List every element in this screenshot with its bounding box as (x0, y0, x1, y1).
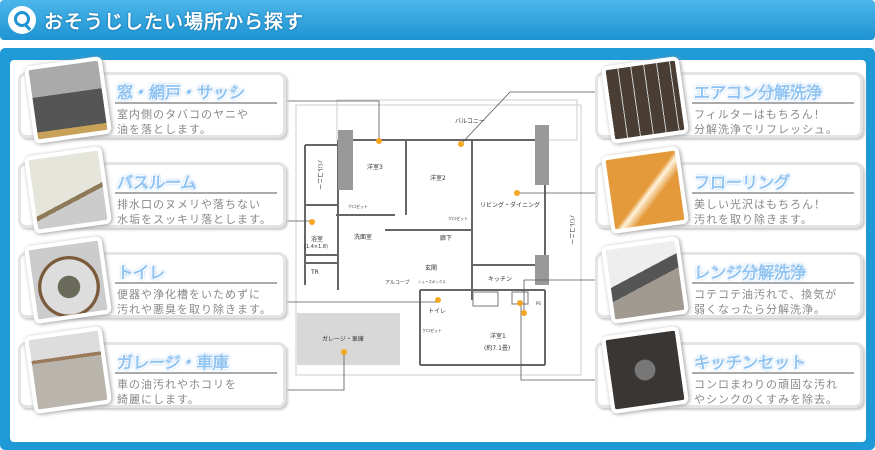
page-title: おそうじしたい場所から探す (44, 11, 305, 33)
desc-line: 車の油汚れやホコリを (117, 378, 237, 391)
flooring-photo (600, 145, 690, 235)
marker-kitchen[interactable] (521, 310, 527, 316)
card-flooring[interactable]: フローリング 美しい光沢はもちろん！ 汚れを取り除きます。 (595, 145, 863, 235)
desc-line: 美しい光沢はもちろん！ (694, 198, 826, 211)
label-bath: 浴室 (311, 235, 323, 243)
aircon-photo (600, 55, 690, 145)
label-closet-1: クロゼット (348, 203, 368, 209)
divider (692, 102, 854, 104)
card-description: コンロまわりの頑固な汚れやシンクのくすみを除去。 (694, 377, 838, 407)
desc-line: 排水口のヌメリや落ちない (117, 198, 261, 211)
label-tr: TR (310, 269, 319, 276)
card-garage[interactable]: ガレージ・車庫 車の油汚れやホコリを綺麗にします。 (18, 325, 286, 415)
label-bath-size: (1.4×1.8) (304, 244, 328, 250)
label-garage: ガレージ・車庫 (322, 335, 364, 343)
marker-garage[interactable] (341, 349, 347, 355)
desc-line: 綺麗にします。 (117, 393, 200, 406)
card-title[interactable]: エアコン分解洗浄 (694, 83, 823, 102)
marker-bath[interactable] (309, 219, 315, 225)
divider (115, 372, 277, 374)
card-kitchen[interactable]: キッチンセット コンロまわりの頑固な汚れやシンクのくすみを除去。 (595, 325, 863, 415)
leader-lines (285, 91, 595, 391)
card-title[interactable]: キッチンセット (694, 353, 807, 372)
desc-line: 弱くなったら分解洗浄。 (694, 303, 826, 316)
label-room3: 洋室3 (367, 163, 383, 171)
label-alcove: アルコーブ (385, 279, 410, 286)
label-room1: 洋室1 (490, 332, 506, 340)
label-washroom: 洗面室 (354, 233, 372, 241)
card-description: コテコテ油汚れで、換気が弱くなったら分解洗浄。 (694, 287, 837, 317)
garage-photo (23, 325, 113, 415)
label-living: リビング・ダイニング (480, 201, 540, 209)
label-closet-2: クロゼット (448, 215, 468, 221)
card-title[interactable]: 窓・網戸・サッシ (117, 83, 246, 102)
label-room2: 洋室2 (430, 174, 446, 182)
label-balcony-top: バルコニー (455, 118, 485, 125)
divider (692, 192, 854, 194)
card-title[interactable]: トイレ (117, 263, 166, 282)
card-title[interactable]: ガレージ・車庫 (117, 353, 229, 372)
marker-range[interactable] (517, 300, 523, 306)
desc-line: 油を落とします。 (117, 123, 212, 136)
divider (115, 192, 277, 194)
marker-toilet[interactable] (435, 297, 441, 303)
header-bar: おそうじしたい場所から探す (0, 0, 875, 40)
divider (115, 102, 277, 104)
marker-flooring[interactable] (514, 190, 520, 196)
divider (115, 282, 277, 284)
card-toilet[interactable]: トイレ 便器や浄化槽をいためずに汚れや悪臭を取り除きます。 (18, 235, 286, 325)
label-entrance: 玄関 (425, 264, 437, 272)
card-window[interactable]: 窓・網戸・サッシ 室内側のタバコのヤニや油を落とします。 (18, 55, 286, 145)
garage-area (297, 313, 400, 365)
desc-line: 室内側のタバコのヤニや (117, 108, 249, 121)
label-hall: 廊下 (440, 234, 452, 242)
label-kitchen: キッチン (488, 276, 512, 283)
label-ps: PS (536, 301, 541, 306)
divider (692, 372, 854, 374)
card-title[interactable]: フローリング (694, 173, 791, 192)
divider (692, 282, 854, 284)
card-description: 美しい光沢はもちろん！ 汚れを取り除きます。 (694, 197, 826, 227)
label-balcony-right: バルコニー (568, 215, 575, 245)
desc-line: 汚れを取り除きます。 (694, 213, 813, 226)
label-toilet: トイレ (428, 308, 446, 315)
desc-line: 汚れや悪臭を取り除きます。 (117, 303, 272, 316)
desc-line: 便器や浄化槽をいためずに (117, 288, 261, 301)
window-photo (23, 55, 113, 145)
card-description: 車の油汚れやホコリを綺麗にします。 (117, 377, 237, 407)
card-description: フィルターはもちろん！ 分解洗浄でリフレッシュ。 (694, 107, 838, 137)
kitchen-photo (600, 325, 690, 415)
desc-line: 水垢をスッキリ落とします。 (117, 213, 272, 226)
desc-line: コンロまわりの頑固な汚れ (694, 378, 838, 391)
card-aircon[interactable]: エアコン分解洗浄 フィルターはもちろん！ 分解洗浄でリフレッシュ。 (595, 55, 863, 145)
card-description: 便器や浄化槽をいためずに汚れや悪臭を取り除きます。 (117, 287, 272, 317)
desc-line: やシンクのくすみを除去。 (694, 393, 838, 406)
marker-aircon[interactable] (458, 141, 464, 147)
card-title[interactable]: レンジ分解洗浄 (694, 263, 807, 282)
label-closet-3: クロゼット (422, 327, 442, 333)
label-room1-size: (約7.1畳) (484, 344, 510, 352)
toilet-photo (23, 235, 113, 325)
bathroom-photo (23, 145, 113, 235)
card-title[interactable]: バスルーム (117, 173, 197, 192)
search-icon (8, 6, 36, 34)
card-description: 排水口のヌメリや落ちない水垢をスッキリ落とします。 (117, 197, 272, 227)
label-balcony-left: バルコニー (316, 160, 323, 190)
range-hood-photo (600, 235, 690, 325)
desc-line: 分解洗浄でリフレッシュ。 (694, 123, 838, 136)
card-bathroom[interactable]: バスルーム 排水口のヌメリや落ちない水垢をスッキリ落とします。 (18, 145, 286, 235)
marker-window[interactable] (376, 138, 382, 144)
card-description: 室内側のタバコのヤニや油を落とします。 (117, 107, 249, 137)
desc-line: コテコテ油汚れで、換気が (694, 288, 838, 301)
location-markers (309, 138, 527, 355)
desc-line: フィルターはもちろん！ (694, 108, 826, 121)
card-range-hood[interactable]: レンジ分解洗浄 コテコテ油汚れで、換気が弱くなったら分解洗浄。 (595, 235, 863, 325)
label-shoebox: シューズボックス (418, 279, 446, 284)
